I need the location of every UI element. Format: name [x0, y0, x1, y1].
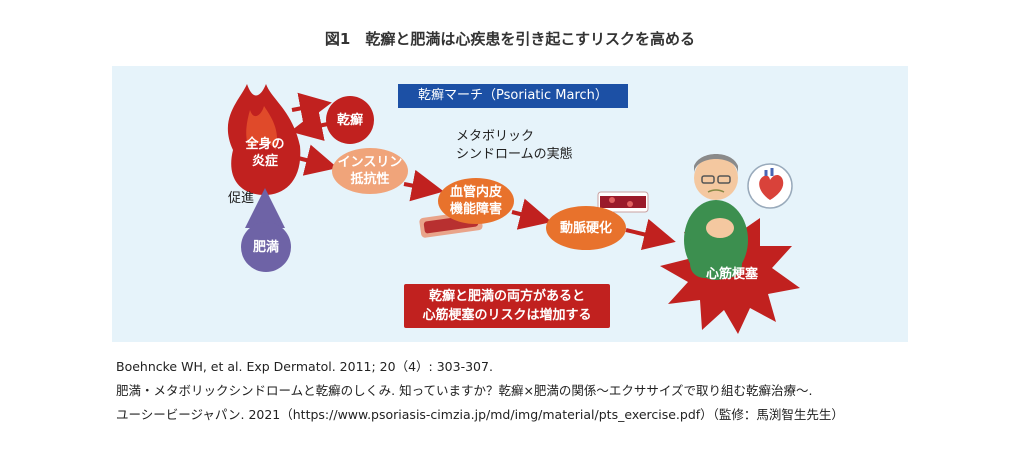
arrow-to-shinkin [625, 218, 676, 251]
arrow-to-kekkan [403, 169, 444, 202]
node-kekkan-line2: 機能障害 [449, 202, 502, 217]
node-kekkan: 血管内皮 機能障害 [438, 178, 514, 224]
metabolic-label: メタボリック シンドロームの実態 [456, 128, 573, 164]
patient-figure-icon [684, 154, 748, 280]
reference-1: Boehncke WH, et al. Exp Dermatol. 2011; … [116, 359, 493, 374]
arrow-to-domyaku [511, 198, 552, 230]
figure-title: 図1 乾癬と肥満は心疾患を引き起こすリスクを高める [324, 30, 696, 48]
warning-line2: 心筋梗塞のリスクは増加する [422, 308, 592, 323]
warning-line1: 乾癬と肥満の両方があると [428, 289, 585, 304]
arrow-to-kansen [291, 92, 332, 125]
node-kansen: 乾癬 [326, 96, 374, 144]
metabolic-line2: シンドロームの実態 [456, 147, 573, 162]
metabolic-line1: メタボリック [456, 129, 535, 144]
node-kekkan-line1: 血管内皮 [449, 185, 502, 200]
heart-bubble-icon [747, 163, 793, 209]
node-zenshin-line1: 全身の [245, 137, 285, 152]
warning-box: 乾癬と肥満の両方があると 心筋梗塞のリスクは増加する [404, 284, 610, 328]
node-zenshin-line2: 炎症 [251, 154, 278, 169]
blood-vessel-icon-2 [597, 191, 649, 213]
psoriatic-march-banner: 乾癬マーチ（Psoriatic March） [398, 84, 628, 108]
node-domyaku: 動脈硬化 [546, 206, 626, 250]
node-shinkin: 心筋梗塞 [705, 266, 758, 282]
node-insulin-line1: インスリン [337, 155, 403, 170]
node-zenshin-enshou: 全身の 炎症 [232, 126, 298, 180]
reference-2: 肥満・メタボリックシンドロームと乾癬のしくみ. 知っていますか？乾癬×肥満の関係… [116, 383, 813, 398]
flame-highlight [246, 106, 278, 150]
label-sokushin: 促進 [228, 191, 255, 206]
node-himan: 肥満 [241, 222, 291, 272]
node-insulin: インスリン 抵抗性 [332, 148, 408, 194]
node-insulin-line2: 抵抗性 [350, 172, 390, 187]
reference-3: ユーシービージャパン. 2021（https://www.psoriasis-c… [116, 407, 844, 422]
arrow-to-insulin [297, 144, 338, 176]
arrow-from-kansen [290, 109, 329, 141]
